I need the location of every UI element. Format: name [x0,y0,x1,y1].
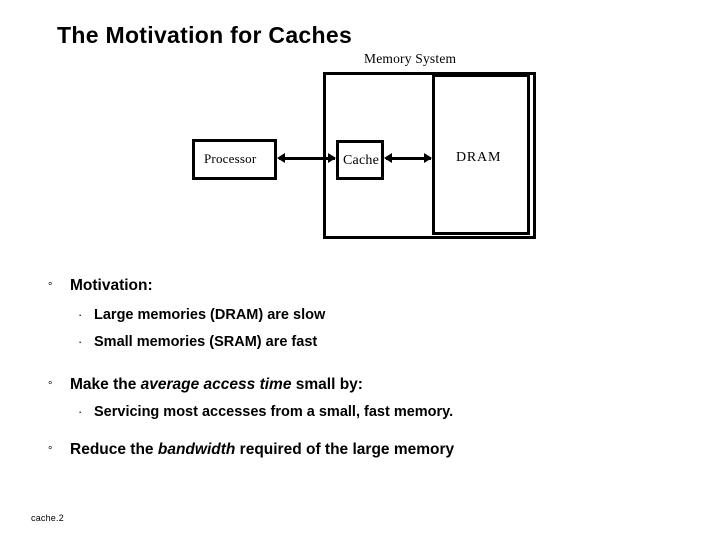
cache-label: Cache [343,153,379,168]
bullet-large-memories: · Large memories (DRAM) are slow [78,305,325,325]
processor-cache-arrow-left-head [277,153,285,163]
memory-system-label: Memory System [364,51,457,66]
processor-cache-arrow-line [279,157,335,160]
bullet-average-access-time-post: small by: [291,376,363,393]
bullet-reduce-bandwidth-pre: Reduce the [70,441,158,458]
cache-dram-arrow-right-head [424,153,432,163]
memory-hierarchy-diagram: Memory System Processor Cache DRAM [0,0,720,260]
bullet-marker-level1: ° [48,445,53,457]
bullet-average-access-time-emphasis: average access time [140,376,292,393]
bullet-reduce-bandwidth-post: required of the large memory [235,441,455,458]
bullet-average-access-time-pre: Make the [70,376,141,393]
bullet-servicing-accesses-text: Servicing most accesses from a small, fa… [94,404,454,420]
bullet-marker-level1: ° [48,380,53,392]
bullet-motivation-text: Motivation: [70,277,153,294]
bullet-motivation: ° Motivation: [48,276,153,296]
bullet-marker-level2: · [78,404,83,419]
bullet-large-memories-text: Large memories (DRAM) are slow [94,307,326,323]
bullet-small-memories-text: Small memories (SRAM) are fast [94,334,318,350]
cache-dram-arrow-left-head [384,153,392,163]
processor-label: Processor [204,151,257,166]
cache-box [336,140,384,180]
bullet-reduce-bandwidth: ° Reduce the bandwidth required of the la… [48,440,454,460]
dram-box [432,74,530,235]
bullet-servicing-accesses: · Servicing most accesses from a small, f… [78,402,453,422]
dram-label: DRAM [456,150,502,165]
bullet-average-access-time: ° Make the average access time small by: [48,375,363,395]
page-title: The Motivation for Caches [57,22,353,48]
bullet-marker-level2: · [78,307,83,322]
bullet-marker-level2: · [78,334,83,349]
bullet-reduce-bandwidth-emphasis: bandwidth [157,441,236,458]
cache-dram-arrow-line [386,157,431,160]
slide-footer: cache.2 [31,513,64,523]
processor-box [192,139,277,180]
bullet-small-memories: · Small memories (SRAM) are fast [78,332,317,352]
processor-cache-arrow-right-head [328,153,336,163]
bullet-marker-level1: ° [48,281,53,293]
